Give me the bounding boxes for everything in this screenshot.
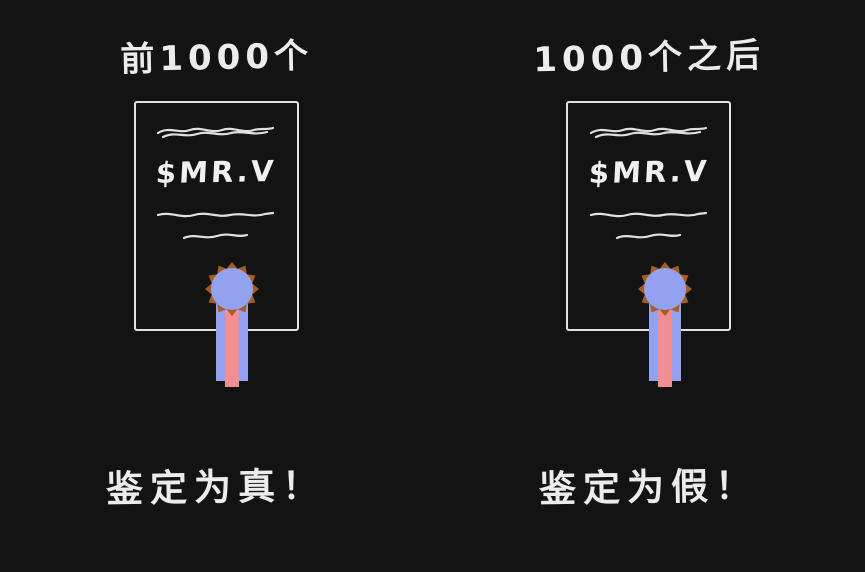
verdict-caption: 鉴定为假！ — [538, 464, 760, 511]
verdict-caption: 鉴定为真！ — [105, 464, 327, 511]
ticker-label: $MR.V — [587, 153, 710, 191]
squiggle-line — [589, 211, 707, 218]
squiggle-line — [157, 126, 275, 139]
panel-first-1000: 前1000个 $MR.V 鉴定为真！ — [105, 35, 327, 511]
panel-title: 1000个之后 — [532, 35, 766, 81]
squiggle-line — [183, 233, 249, 240]
panel-title: 前1000个 — [119, 35, 314, 81]
squiggle-line — [615, 233, 681, 240]
panel-after-1000: 1000个之后 $MR.V 鉴定为假！ — [433, 0, 865, 572]
squiggle-line — [589, 126, 707, 139]
certificate: $MR.V — [566, 101, 732, 387]
certificate: $MR.V — [133, 101, 299, 387]
award-ribbon-seal-icon — [637, 262, 692, 387]
squiggle-line — [157, 211, 275, 218]
ticker-label: $MR.V — [155, 153, 278, 191]
award-ribbon-seal-icon — [205, 262, 260, 387]
